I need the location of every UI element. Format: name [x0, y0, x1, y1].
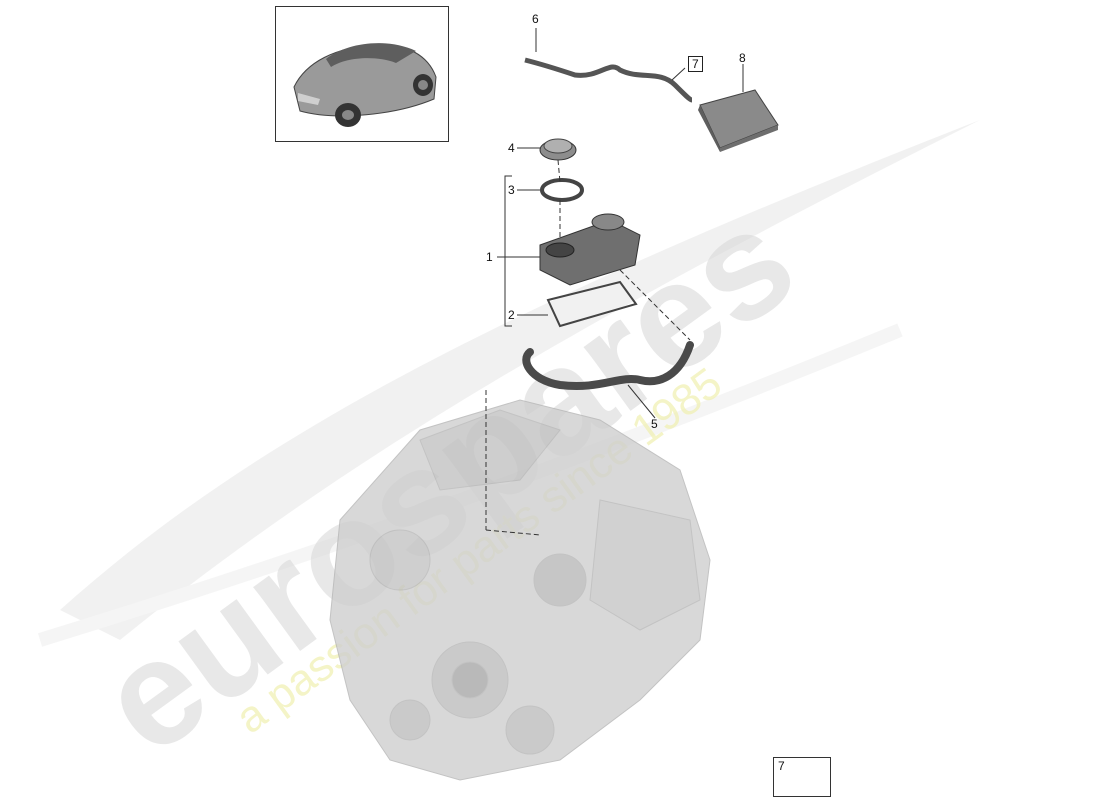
part-2-gasket [546, 280, 638, 328]
callout-part-3: 3 [508, 183, 515, 197]
part-5-breather-hose [522, 341, 694, 390]
part-7-legend: 7 [773, 757, 831, 797]
assembly-dash-lines [485, 159, 691, 536]
legend-part-number: 7 [778, 759, 785, 773]
callout-part-1: 1 [486, 250, 493, 264]
callout-part-7: 7 [688, 56, 703, 72]
vehicle-image [293, 43, 437, 127]
callout-part-5: 5 [651, 417, 658, 431]
callout-part-8: 8 [739, 51, 746, 65]
part-6-hose [524, 57, 693, 103]
engine-illustration [329, 399, 711, 781]
part-4-cap [539, 138, 577, 161]
vehicle-thumbnail [275, 6, 449, 142]
callout-part-2: 2 [508, 308, 515, 322]
callout-part-6: 6 [532, 12, 539, 26]
part-1-oil-separator [539, 213, 641, 286]
part-3-seal-ring [540, 178, 584, 202]
callout-part-4: 4 [508, 141, 515, 155]
part-8-control-unit [698, 89, 779, 152]
callout-leaders [497, 28, 744, 419]
